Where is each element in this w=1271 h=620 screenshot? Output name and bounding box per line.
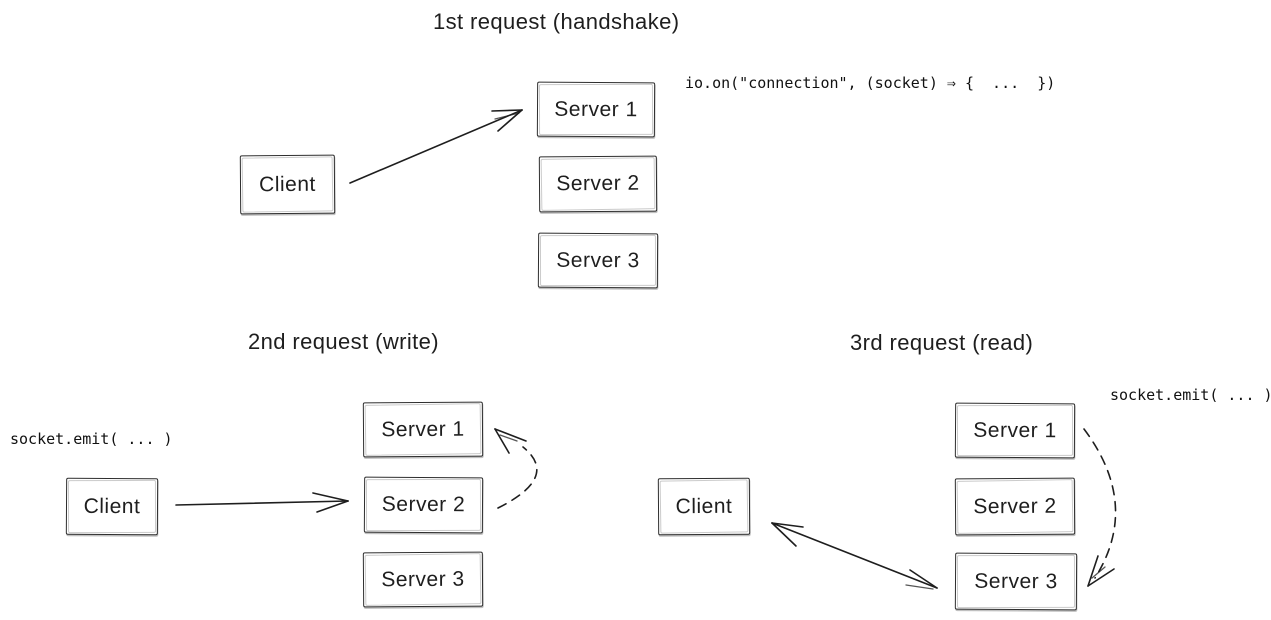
arrow-write-client-to-server2: [175, 492, 349, 513]
read-server-1-box: Server 1: [954, 402, 1076, 459]
write-server-2-label: Server 2: [381, 492, 466, 517]
arrow-read-server3-to-client: [771, 522, 938, 590]
write-server-2-box: Server 2: [363, 476, 484, 534]
handshake-server-2-box: Server 2: [538, 155, 658, 213]
read-server-2-label: Server 2: [973, 494, 1057, 518]
handshake-client-label: Client: [259, 172, 316, 196]
handshake-client-box: Client: [239, 154, 336, 215]
read-server-2-box: Server 2: [954, 477, 1076, 536]
section-handshake-code: io.on("connection", (socket) ⇒ { ... }): [685, 74, 1056, 92]
read-client-label: Client: [675, 494, 733, 518]
write-server-3-label: Server 3: [381, 567, 465, 591]
read-client-box: Client: [657, 477, 751, 536]
section-read-code: socket.emit( ... ): [1110, 386, 1271, 404]
handshake-server-1-box: Server 1: [536, 81, 656, 138]
handshake-server-3-box: Server 3: [537, 232, 659, 289]
arrow-handshake-client-to-server1: [349, 109, 523, 184]
write-server-3-box: Server 3: [362, 551, 484, 608]
section-read-title: 3rd request (read): [850, 330, 1034, 355]
section-write-title: 2nd request (write): [248, 329, 440, 354]
handshake-server-2-label: Server 2: [556, 171, 640, 196]
read-server-3-box: Server 3: [954, 552, 1078, 611]
write-server-1-box: Server 1: [362, 401, 484, 458]
arrow-read-server1-to-server3: [1083, 428, 1117, 587]
read-server-3-label: Server 3: [974, 569, 1058, 593]
write-client-label: Client: [83, 494, 141, 518]
handshake-server-3-label: Server 3: [556, 248, 640, 272]
section-write-code: socket.emit( ... ): [10, 430, 173, 448]
handshake-server-1-label: Server 1: [554, 97, 638, 121]
arrow-write-server2-to-server1: [494, 428, 538, 509]
read-server-1-label: Server 1: [973, 418, 1057, 442]
section-handshake-title: 1st request (handshake): [433, 9, 680, 34]
write-client-box: Client: [65, 477, 159, 536]
write-server-1-label: Server 1: [381, 417, 465, 441]
